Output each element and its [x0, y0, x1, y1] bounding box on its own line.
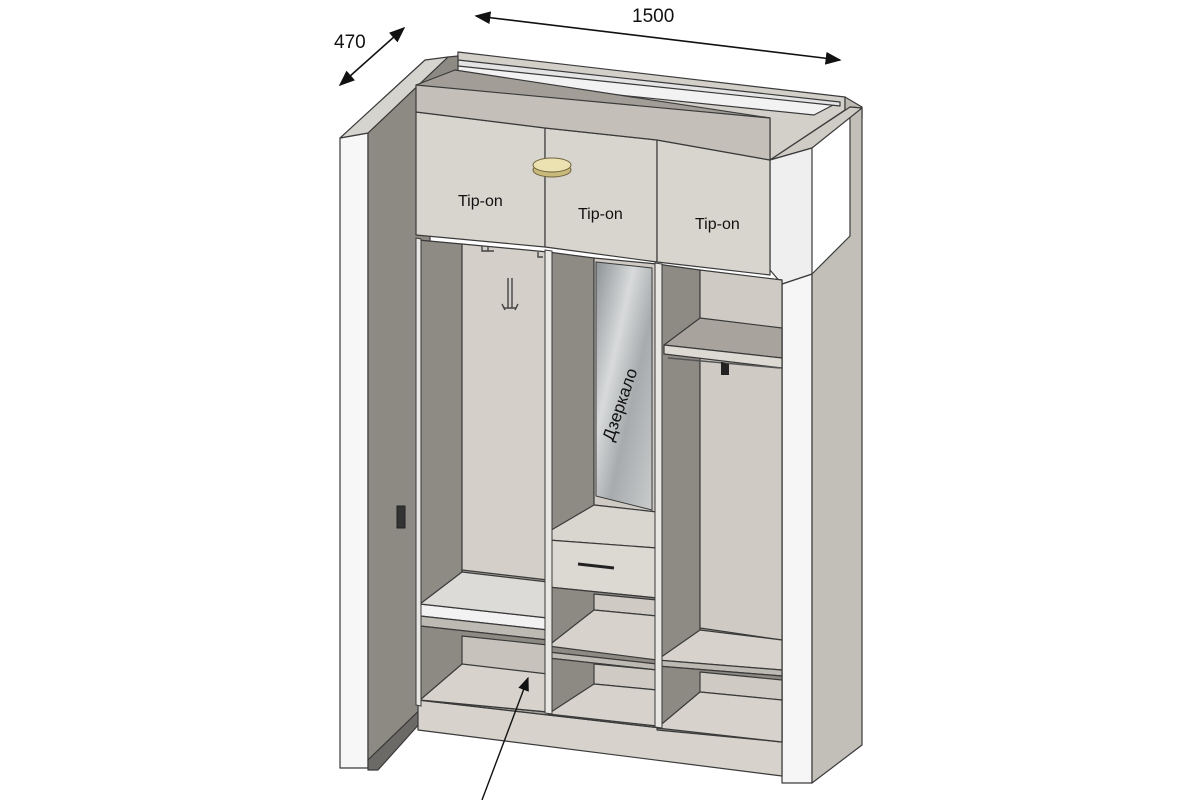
door-label-right: Tip-on: [695, 216, 740, 233]
depth-label: 470: [334, 32, 366, 53]
middle-shelves: [547, 586, 658, 727]
callout-line: [481, 676, 529, 801]
left-side-panel: [339, 55, 459, 771]
upper-door-section: [415, 69, 771, 276]
right-compartment: [656, 263, 783, 743]
width-label: 1500: [632, 6, 674, 27]
ceiling-light: [532, 157, 572, 178]
depth-dimension: 470: [334, 26, 406, 87]
width-dimension: 1500: [474, 6, 842, 65]
door-label-middle: Tip-on: [578, 206, 623, 223]
dividers: [415, 237, 663, 729]
right-side-panel: [769, 106, 863, 784]
door-label-left: Tip-on: [458, 193, 503, 210]
coat-hooks: [481, 246, 543, 311]
hanging-rail: [667, 357, 781, 375]
left-compartment: [417, 239, 549, 713]
mirror-panel: [595, 261, 653, 511]
